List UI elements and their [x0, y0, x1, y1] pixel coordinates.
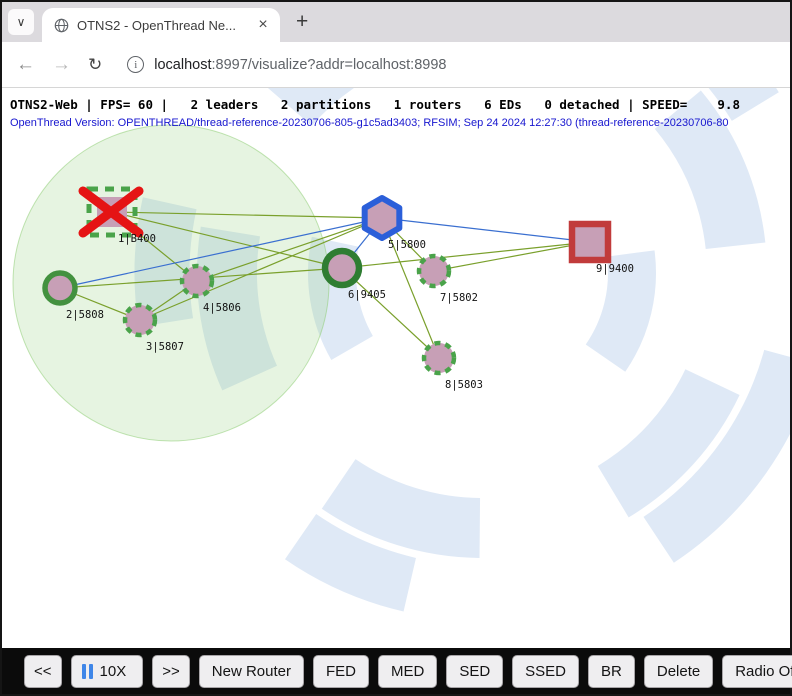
background-arc — [197, 88, 767, 558]
tab-close-icon[interactable]: × — [258, 16, 268, 33]
med-button[interactable]: MED — [377, 654, 438, 688]
globe-icon — [54, 18, 69, 33]
link-edge — [381, 217, 440, 359]
sed-button[interactable]: SED — [446, 654, 504, 688]
link-edge — [381, 217, 591, 243]
node-8[interactable]: 8|5803 — [421, 340, 483, 391]
back-icon[interactable]: ← — [16, 53, 35, 75]
node-3[interactable]: 3|5807 — [122, 302, 184, 353]
forward-icon[interactable]: → — [52, 53, 71, 75]
tab-list-button[interactable]: ∨ — [8, 9, 34, 35]
url-path: :8997/visualize?addr=localhost:8998 — [211, 56, 447, 73]
tab-title: OTNS2 - OpenThread Ne... — [77, 17, 236, 33]
link-edge — [433, 241, 591, 272]
node-label: 7|5802 — [440, 292, 478, 304]
node-label: 4|5806 — [203, 302, 241, 314]
reload-icon[interactable]: ↻ — [88, 54, 103, 74]
site-info-icon[interactable]: i — [127, 56, 145, 73]
node-label: 6|9405 — [348, 289, 386, 301]
speed-label: 10X — [99, 662, 127, 680]
link-edge — [341, 267, 440, 359]
node-label: 2|5808 — [66, 309, 104, 321]
link-edge — [59, 217, 383, 289]
link-edge — [341, 241, 591, 269]
node-label: 3|5807 — [146, 341, 184, 353]
node-6[interactable]: 6|9405 — [321, 247, 386, 301]
link-edge — [196, 217, 383, 282]
new-tab-button[interactable]: + — [296, 9, 309, 33]
background-arc — [308, 99, 656, 447]
node-2[interactable]: 2|5808 — [42, 270, 104, 321]
speed-up-button[interactable]: >> — [152, 654, 190, 688]
node-1[interactable]: 1|B400 — [78, 186, 156, 245]
control-toolbar: << 10X >> New Router FED MED SED SSED BR… — [2, 648, 792, 694]
tab-bar: ∨ OTNS2 - OpenThread Ne... × + — [2, 2, 790, 42]
address-bar: ← → ↻ i localhost:8997/visualize?addr=lo… — [2, 42, 790, 88]
new-router-button[interactable]: New Router — [198, 654, 304, 688]
visualizer-content: OTNS2-Web | FPS= 60 | 2 leaders 2 partit… — [2, 88, 790, 648]
node-label: 1|B400 — [118, 233, 156, 245]
chevron-down-icon: ∨ — [16, 15, 26, 29]
node-9[interactable]: 9|9400 — [568, 220, 634, 275]
link-edge — [111, 211, 343, 269]
node-label: 8|5803 — [445, 379, 483, 391]
pause-speed-button[interactable]: 10X — [70, 654, 144, 688]
node-7[interactable]: 7|5802 — [416, 253, 478, 304]
pause-icon — [81, 663, 93, 679]
node-label: 9|9400 — [596, 263, 634, 275]
url-box[interactable]: i localhost:8997/visualize?addr=localhos… — [127, 56, 776, 73]
simulation-canvas[interactable]: 1|B400 2|5808 3|5807 4|5806 5|5800 6|9405 7|58… — [2, 88, 790, 648]
fed-button[interactable]: FED — [312, 654, 369, 688]
version-line: OpenThread Version: OPENTHREAD/thread-re… — [10, 117, 729, 129]
node-4[interactable]: 4|5806 — [179, 263, 241, 314]
node-5[interactable]: 5|5800 — [361, 195, 426, 251]
speed-down-button[interactable]: << — [24, 654, 62, 688]
background-arc — [134, 88, 790, 621]
status-line: OTNS2-Web | FPS= 60 | 2 leaders 2 partit… — [10, 97, 740, 112]
failed-x-icon — [78, 186, 144, 238]
radio-off-button[interactable]: Radio Off — [722, 654, 792, 688]
url-text[interactable]: localhost:8997/visualize?addr=localhost:… — [154, 57, 446, 73]
br-button[interactable]: BR — [588, 654, 635, 688]
ssed-button[interactable]: SSED — [512, 654, 580, 688]
link-edge — [139, 217, 383, 321]
link-edge — [111, 211, 383, 219]
node-label: 5|5800 — [388, 239, 426, 251]
delete-button[interactable]: Delete — [643, 654, 714, 688]
tab-otns2[interactable]: OTNS2 - OpenThread Ne... × — [42, 8, 280, 42]
url-host: localhost — [154, 56, 212, 73]
